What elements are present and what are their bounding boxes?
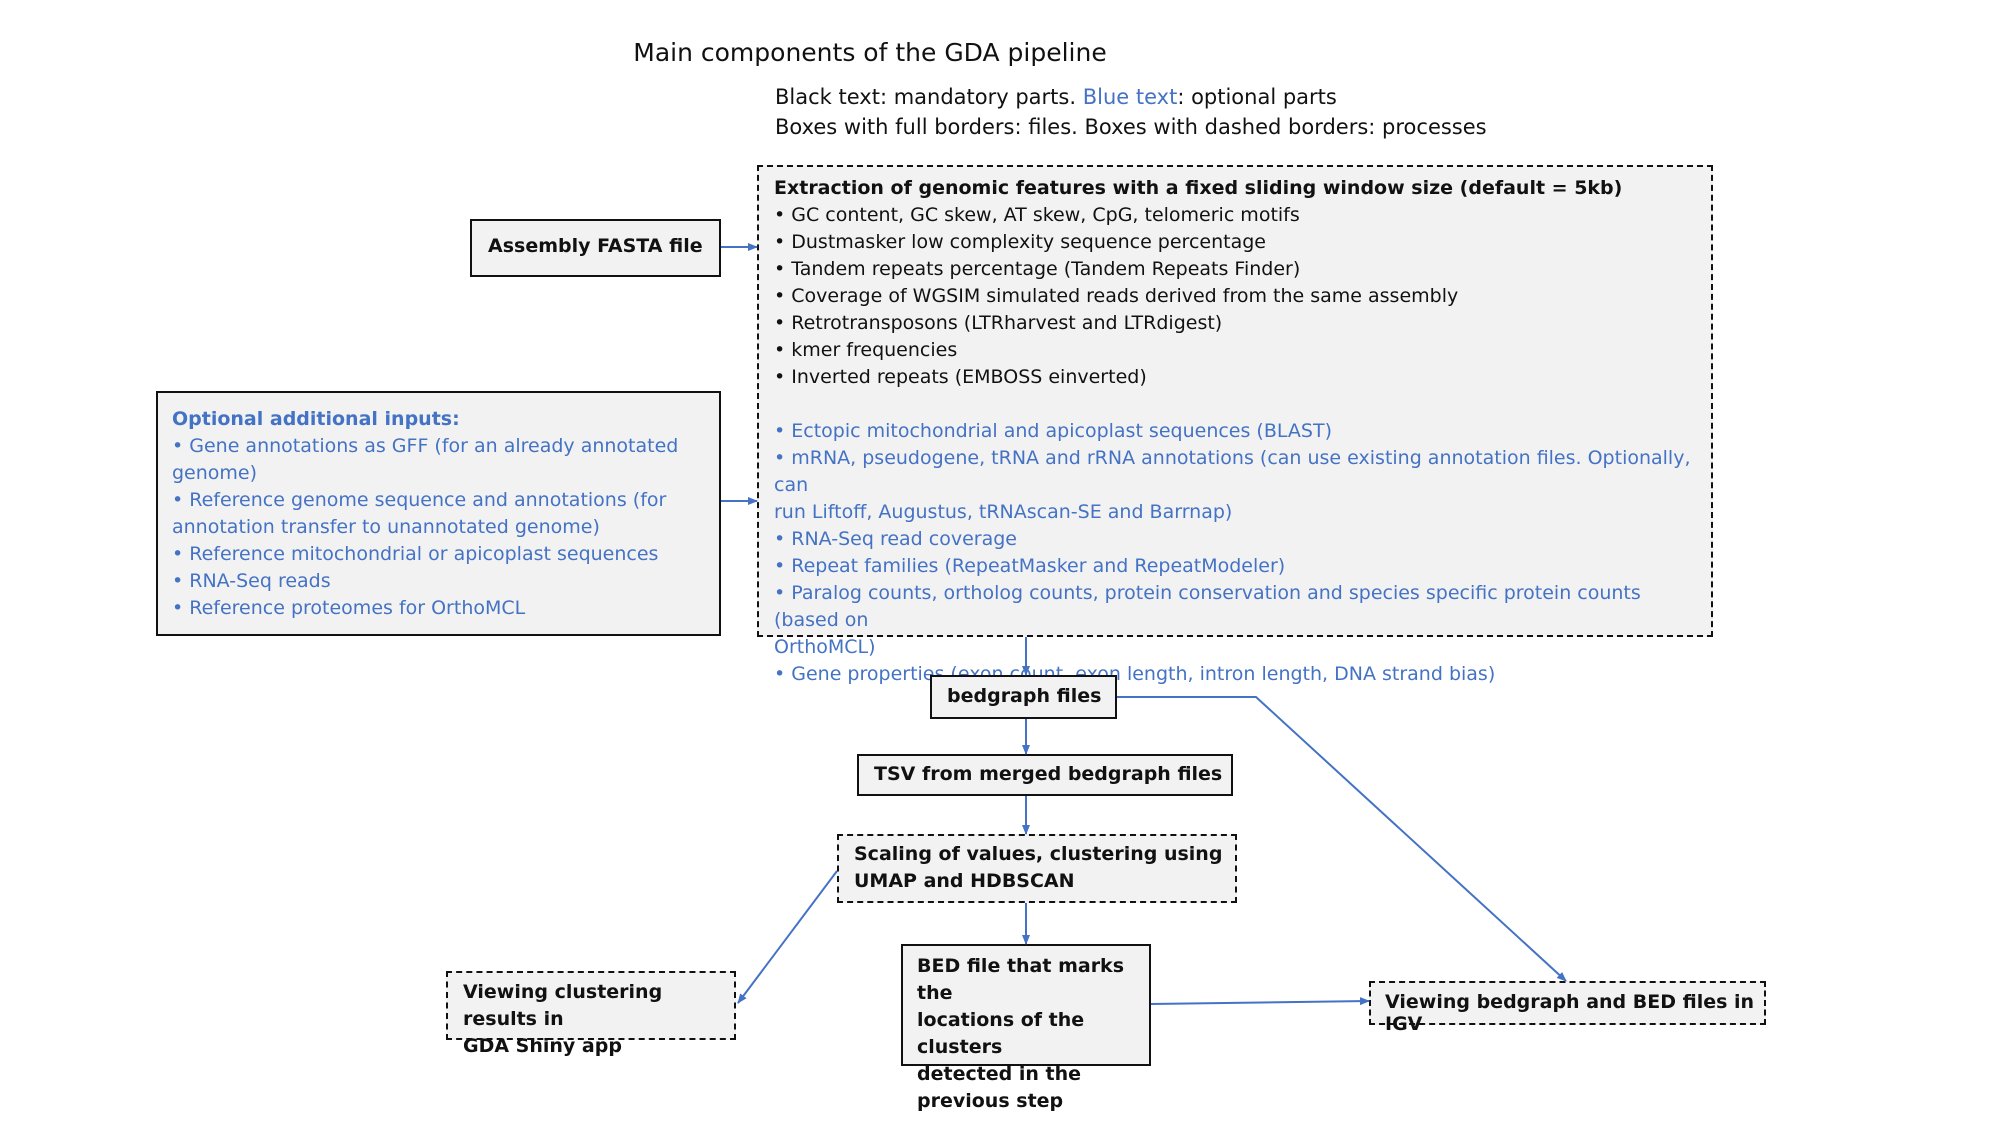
mandatory-feature-item: • Inverted repeats (EMBOSS einverted): [774, 366, 1147, 388]
optional-input-item: annotation transfer to unannotated genom…: [172, 516, 600, 538]
optional-input-item: • Reference proteomes for OrthoMCL: [172, 597, 526, 619]
legend-mandatory-text: Black text: mandatory parts.: [775, 85, 1077, 109]
optional-feature-item: • mRNA, pseudogene, tRNA and rRNA annota…: [774, 447, 1691, 496]
diagram-title-text: Main components of the GDA pipeline: [633, 38, 1107, 67]
shiny-app-process: Viewing clustering results in GDA Shiny …: [446, 971, 736, 1057]
feature-extraction-heading: Extraction of genomic features with a fi…: [774, 177, 1623, 199]
optional-feature-item: • Paralog counts, ortholog counts, prote…: [774, 582, 1641, 631]
bed-file-label-line: detected in the: [917, 1063, 1082, 1085]
bedgraph-files-label: bedgraph files: [947, 685, 1102, 707]
mandatory-feature-item: • Dustmasker low complexity sequence per…: [774, 231, 1266, 253]
assembly-fasta-label: Assembly FASTA file: [488, 235, 703, 257]
optional-feature-item: OrthoMCL): [774, 636, 876, 658]
optional-input-item: • RNA-Seq reads: [172, 570, 331, 592]
optional-feature-item: run Liftoff, Augustus, tRNAscan-SE and B…: [774, 501, 1233, 523]
mandatory-feature-item: • Tandem repeats percentage (Tandem Repe…: [774, 258, 1301, 280]
mandatory-feature-item: • kmer frequencies: [774, 339, 958, 361]
optional-inputs-heading: Optional additional inputs:: [172, 408, 460, 430]
clustering-label-line: Scaling of values, clustering using: [854, 843, 1223, 865]
igv-viewing-process: Viewing bedgraph and BED files in IGV: [1369, 981, 1766, 1035]
optional-input-item: • Reference genome sequence and annotati…: [172, 489, 667, 511]
bed-file-label-line: BED file that marks the: [917, 955, 1125, 1004]
tsv-merged-box: TSV from merged bedgraph files: [857, 754, 1233, 796]
feature-extraction-process: Extraction of genomic features with a fi…: [757, 165, 1713, 685]
legend-optional-text: : optional parts: [1177, 85, 1337, 109]
optional-input-item: • Gene annotations as GFF (for an alread…: [172, 435, 679, 457]
optional-input-item: genome): [172, 462, 258, 484]
arrow-clustering-to-shiny: [737, 870, 838, 1004]
legend-blue-text: Blue text: [1082, 85, 1178, 109]
optional-feature-item: • RNA-Seq read coverage: [774, 528, 1017, 550]
bed-file-box: BED file that marks the locations of the…: [901, 944, 1151, 1112]
legend-line-1: Black text: mandatory parts. Blue text: …: [775, 82, 1337, 112]
bedgraph-files-box: bedgraph files: [930, 675, 1117, 719]
shiny-app-label-line: Viewing clustering results in: [463, 981, 663, 1030]
optional-inputs-box: Optional additional inputs: • Gene annot…: [156, 391, 721, 636]
arrow-bed-to-igv: [1150, 997, 1370, 1006]
assembly-fasta-box: Assembly FASTA file: [470, 219, 721, 277]
bed-file-label-line: locations of the clusters: [917, 1009, 1085, 1058]
optional-feature-item: • Repeat families (RepeatMasker and Repe…: [774, 555, 1286, 577]
clustering-process: Scaling of values, clustering using UMAP…: [837, 834, 1237, 903]
legend-line-2: Boxes with full borders: files. Boxes wi…: [775, 115, 1487, 139]
mandatory-feature-item: • Retrotransposons (LTRharvest and LTRdi…: [774, 312, 1223, 334]
mandatory-feature-item: • GC content, GC skew, AT skew, CpG, tel…: [774, 204, 1300, 226]
optional-feature-item: • Ectopic mitochondrial and apicoplast s…: [774, 420, 1332, 442]
igv-viewing-label: Viewing bedgraph and BED files in IGV: [1385, 991, 1755, 1035]
optional-input-item: • Reference mitochondrial or apicoplast …: [172, 543, 659, 565]
shiny-app-label-line: GDA Shiny app: [463, 1035, 622, 1057]
arrow-bedgraph-to-igv: [1117, 696, 1567, 982]
clustering-label-line: UMAP and HDBSCAN: [854, 870, 1075, 892]
mandatory-feature-item: • Coverage of WGSIM simulated reads deri…: [774, 285, 1459, 307]
bed-file-label-line: previous step: [917, 1090, 1064, 1112]
diagram-title: Main components of the GDA pipeline: [0, 38, 2000, 67]
tsv-merged-label: TSV from merged bedgraph files: [874, 763, 1223, 785]
